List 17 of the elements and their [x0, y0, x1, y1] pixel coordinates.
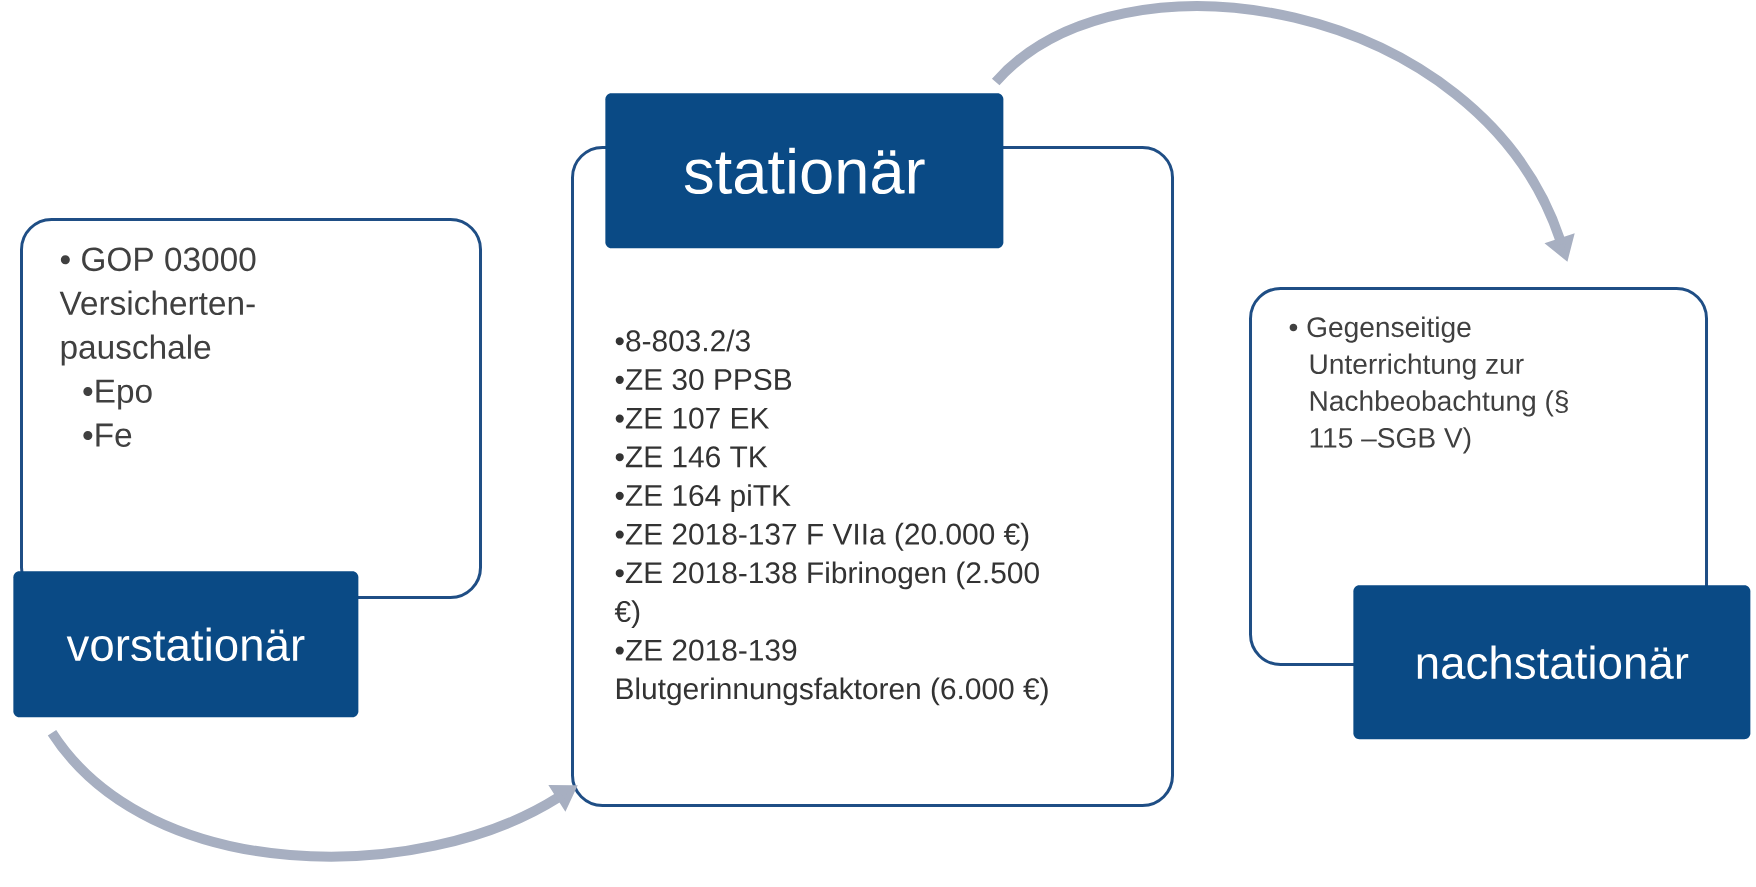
- list-item: •ZE 2018-139 Blutgerinnungsfaktoren (6.000 €): [615, 639, 1048, 706]
- list-item: •Epo: [83, 379, 152, 410]
- content-box: [20, 218, 482, 599]
- label-box: nachstationär: [1353, 585, 1751, 740]
- list-item: •ZE 30 PPSB: [615, 368, 792, 391]
- list-item: • Gegenseitige Unterrichtung zur Nachbeobachtung (§ 115 –SGB V): [1289, 316, 1568, 454]
- list-item: •ZE 2018-138 Fibrinogen (2.500 €): [614, 561, 1039, 628]
- list-item: •8-803.2/3: [615, 329, 750, 352]
- content-box: [571, 146, 1174, 807]
- list-item: •ZE 2018-137 F VIIa (20.000 €): [615, 522, 1029, 551]
- list-item: • GOP 03000 Versicherten-pauschale: [59, 247, 256, 366]
- list-item: •Fe: [83, 423, 132, 447]
- list-item: •ZE 164 piTK: [615, 484, 791, 512]
- list-item: •ZE 107 EK: [615, 407, 770, 429]
- label-box: vorstationär: [13, 571, 359, 718]
- list-item: •ZE 146 TK: [615, 446, 768, 468]
- label-box: stationär: [605, 93, 1004, 249]
